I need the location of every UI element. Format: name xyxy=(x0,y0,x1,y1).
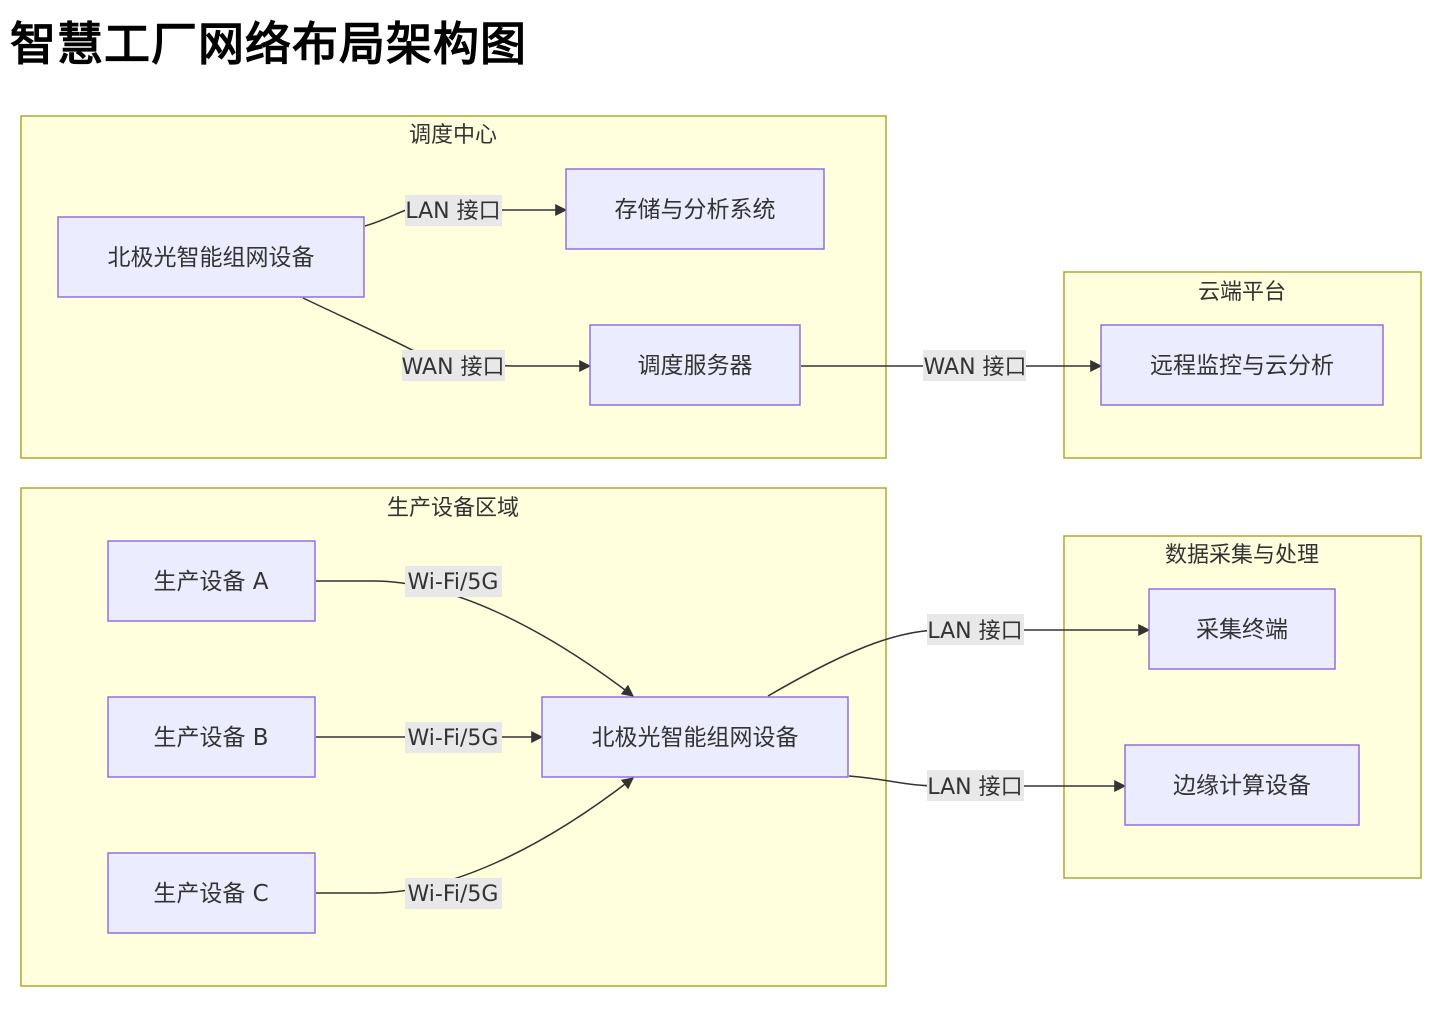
node-edge-compute[interactable]: 边缘计算设备 xyxy=(1124,744,1360,826)
edge-label-wifi-5g: Wi-Fi/5G xyxy=(408,570,499,595)
page-title: 智慧工厂网络布局架构图 xyxy=(10,17,527,71)
node-device-a[interactable]: 生产设备 A xyxy=(107,540,316,622)
edge-aurora-to-storage: LAN 接口 xyxy=(364,195,568,227)
node-label: 生产设备 A xyxy=(153,569,268,595)
cluster-label-production-area: 生产设备区域 xyxy=(387,496,519,521)
edge-label-wan: WAN 接口 xyxy=(401,355,504,380)
edge-label-wifi-5g: Wi-Fi/5G xyxy=(408,882,499,907)
node-storage-analysis[interactable]: 存储与分析系统 xyxy=(565,168,825,250)
edge-label-wan: WAN 接口 xyxy=(923,355,1026,380)
edge-label-lan: LAN 接口 xyxy=(927,775,1022,800)
edge-aurora-to-collector: LAN 接口 xyxy=(767,614,1151,697)
node-label: 采集终端 xyxy=(1196,617,1288,643)
edge-device-c-to-aurora: Wi-Fi/5G xyxy=(316,777,634,909)
node-device-c[interactable]: 生产设备 C xyxy=(107,852,316,934)
node-label: 北极光智能组网设备 xyxy=(108,245,315,271)
node-label: 调度服务器 xyxy=(638,353,753,379)
edge-dispatch-server-to-remote-monitor: WAN 接口 xyxy=(801,350,1103,381)
edge-device-a-to-aurora: Wi-Fi/5G xyxy=(316,566,634,697)
node-aurora-production[interactable]: 北极光智能组网设备 xyxy=(541,696,849,778)
node-label: 存储与分析系统 xyxy=(615,197,776,223)
edge-label-lan: LAN 接口 xyxy=(927,619,1022,644)
node-label: 生产设备 B xyxy=(153,725,268,751)
node-device-b[interactable]: 生产设备 B xyxy=(107,696,316,778)
edge-aurora-to-edge-compute: LAN 接口 xyxy=(848,770,1127,801)
node-label: 北极光智能组网设备 xyxy=(592,725,799,751)
edge-device-b-to-aurora: Wi-Fi/5G xyxy=(316,722,544,753)
node-dispatch-server[interactable]: 调度服务器 xyxy=(589,324,801,406)
edge-label-wifi-5g: Wi-Fi/5G xyxy=(408,726,499,751)
edge-aurora-to-dispatch-server: WAN 接口 xyxy=(302,297,592,381)
node-collector-terminal[interactable]: 采集终端 xyxy=(1148,588,1336,670)
cluster-data-collection: 数据采集与处理 xyxy=(1063,535,1422,879)
cluster-label-data-collection: 数据采集与处理 xyxy=(1165,543,1319,568)
node-label: 生产设备 C xyxy=(153,881,268,907)
edge-label-lan: LAN 接口 xyxy=(405,199,500,224)
cluster-label-cloud-platform: 云端平台 xyxy=(1198,280,1286,305)
cluster-label-dispatch-center: 调度中心 xyxy=(409,123,497,148)
node-label: 远程监控与云分析 xyxy=(1150,353,1334,379)
node-label: 边缘计算设备 xyxy=(1173,773,1311,799)
node-aurora-dispatch[interactable]: 北极光智能组网设备 xyxy=(57,216,365,298)
node-remote-monitor[interactable]: 远程监控与云分析 xyxy=(1100,324,1384,406)
